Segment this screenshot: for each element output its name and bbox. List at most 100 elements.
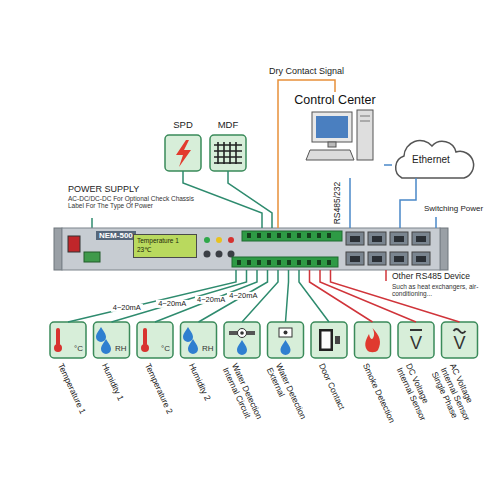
spd-icon <box>165 135 201 171</box>
door-icon <box>335 336 340 344</box>
sensor-label: Humidity 1 <box>99 362 138 431</box>
water-sensor: Water Detection Internal Circuit <box>224 322 260 358</box>
rack-unit <box>204 251 211 258</box>
door-icon <box>322 332 331 349</box>
mdf-icon <box>210 135 246 171</box>
sensor-box <box>50 322 86 358</box>
ethernet-cloud: Ethernet <box>392 140 470 182</box>
connector <box>112 270 247 322</box>
spd-box: SPD <box>165 135 201 171</box>
temperature-sensor: °CTemperature 1 <box>50 322 86 358</box>
sensor-box <box>442 322 478 358</box>
node-text: °C <box>74 344 83 353</box>
node-text: V <box>398 333 434 353</box>
mdf-icon <box>210 135 246 171</box>
water-sensor-icon <box>279 328 292 337</box>
sensor-box <box>224 322 260 358</box>
temperature-sensor: °CTemperature 2 <box>137 322 173 358</box>
voltage-mark <box>410 329 466 333</box>
device-panel: NEM-500Temperature 1 23℃ <box>62 228 440 270</box>
thermometer-icon <box>141 344 149 352</box>
node-text: NEM-500 <box>96 231 136 240</box>
water-sensor-icon <box>237 340 247 355</box>
node-text: V <box>442 333 478 353</box>
humidity-drop <box>101 339 111 354</box>
rj45-port <box>346 232 430 265</box>
ac-voltage-sensor: VAC Voltage Internal Sensor Single Phase <box>442 322 478 358</box>
edge-label: Dry Contact Signal <box>267 67 346 77</box>
node-text: MDF <box>200 120 256 131</box>
sensor-box <box>355 322 391 358</box>
sensor-box <box>137 322 173 358</box>
edge-label: 4~20mA <box>156 300 188 308</box>
rs485-leader <box>386 270 387 281</box>
computer-icon <box>360 116 370 121</box>
smoke-sensor: Smoke Detection <box>355 322 391 358</box>
door-icon <box>319 329 333 351</box>
rack-unit <box>228 251 235 258</box>
rs485-leader <box>385 270 387 281</box>
thermometer-icon <box>54 344 62 352</box>
computer-icon <box>312 112 352 142</box>
lcd-display: Temperature 1 23℃ <box>133 234 197 258</box>
water-sensor-icon <box>284 331 288 335</box>
connector <box>183 171 262 228</box>
water-sensor-icon <box>229 328 292 355</box>
connector <box>400 178 416 228</box>
node-text: Temperature 1 <box>137 237 179 244</box>
sensor-box <box>94 322 130 358</box>
rack-unit <box>204 237 210 243</box>
rack-unit <box>62 228 440 270</box>
sensor-label: Humidity 2 <box>186 362 225 431</box>
node-text: RH <box>202 344 214 353</box>
rack-unit <box>216 237 222 243</box>
door-icon <box>319 329 340 351</box>
humidity-drop <box>96 327 106 342</box>
dc-voltage-sensor: VDC Voltage Internal Sensor <box>398 322 434 358</box>
node-text: Water Detection External <box>264 362 312 436</box>
node-text: Water Detection Internal Circuit <box>220 362 268 436</box>
rack-unit <box>440 228 448 270</box>
sensor-label: Temperature 1 <box>55 362 94 431</box>
water-sensor-icon <box>238 329 247 338</box>
power-label: POWER SUPPLY <box>68 184 139 194</box>
spd-icon <box>165 135 201 171</box>
node-text: °C <box>161 344 170 353</box>
node-text: 23℃ <box>137 246 152 253</box>
water-sensor-icon <box>281 340 291 355</box>
node-text: SPD <box>155 120 211 131</box>
edge-label: 4~20mA <box>195 296 227 304</box>
humidity-drop <box>183 327 193 342</box>
mdf-icon <box>214 142 242 164</box>
computer-icon <box>306 150 354 160</box>
connector <box>228 171 272 228</box>
sensor-box <box>311 322 347 358</box>
computer-icon <box>328 142 336 147</box>
connector <box>286 270 289 322</box>
computer-icon <box>316 116 348 138</box>
flame-icon <box>365 328 380 352</box>
rack-unit <box>68 236 80 252</box>
rack-unit <box>54 228 448 270</box>
connector <box>299 270 329 322</box>
port-label: Other RS485 Device <box>392 272 470 282</box>
voltage-mark <box>410 329 422 331</box>
water-sensor-icon <box>229 331 255 335</box>
connector <box>349 178 351 228</box>
sensor-box <box>50 322 478 358</box>
edge-label: 4~20mA <box>111 304 143 312</box>
node-text: Control Center <box>286 93 384 107</box>
power-note: AC-DC/DC-DC For Optional Check Chassis L… <box>68 195 208 210</box>
node-text: RH <box>115 344 127 353</box>
rack-unit <box>228 237 234 243</box>
spd-icon <box>176 140 191 167</box>
water-sensor-icon <box>240 331 244 335</box>
humidity-sensor: RHHumidity 1 <box>94 322 130 358</box>
connector <box>384 164 392 166</box>
sensor-box <box>181 322 217 358</box>
thermometer-icon <box>56 328 60 346</box>
node-text: Smoke Detection <box>360 362 399 431</box>
computer-icon <box>357 110 373 160</box>
sensor-box <box>268 322 304 358</box>
